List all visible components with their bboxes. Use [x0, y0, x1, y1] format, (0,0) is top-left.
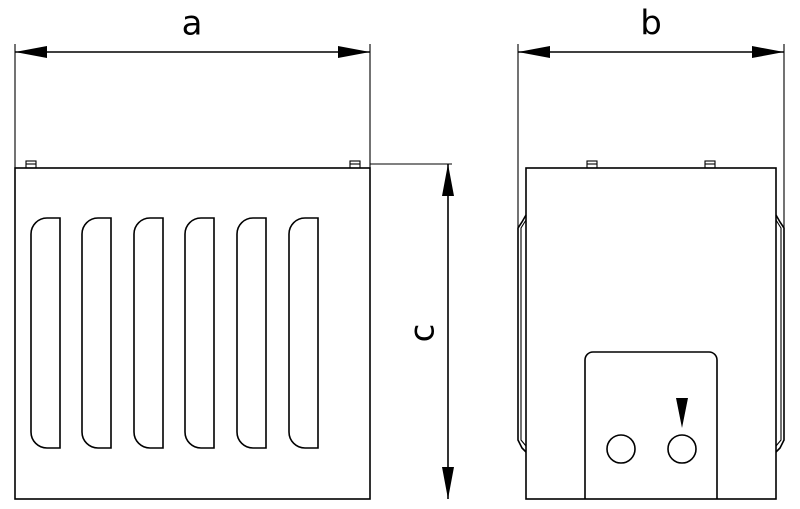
indicator-arrow [676, 398, 688, 428]
dimension-a-label: a [182, 4, 203, 44]
terminal-box [584, 351, 718, 499]
dimension-c-label: c [403, 324, 443, 343]
ventilation-louvers [30, 217, 319, 449]
side-tab-left [586, 160, 598, 169]
front-view: a c [14, 4, 454, 500]
cable-gland-right [667, 434, 697, 464]
side-view: b [517, 4, 785, 500]
side-housing [525, 167, 777, 500]
mounting-tab-left [25, 160, 37, 169]
dimension-c: c [403, 164, 454, 499]
cable-gland-left [606, 434, 636, 464]
side-flange-left [517, 214, 527, 453]
dimension-b-label: b [640, 4, 662, 44]
mounting-tab-right [349, 160, 361, 169]
front-housing [14, 167, 371, 500]
side-flange-right [775, 214, 785, 453]
dimension-a: a [15, 4, 370, 58]
side-tab-right [704, 160, 716, 169]
dimension-b: b [518, 4, 784, 58]
